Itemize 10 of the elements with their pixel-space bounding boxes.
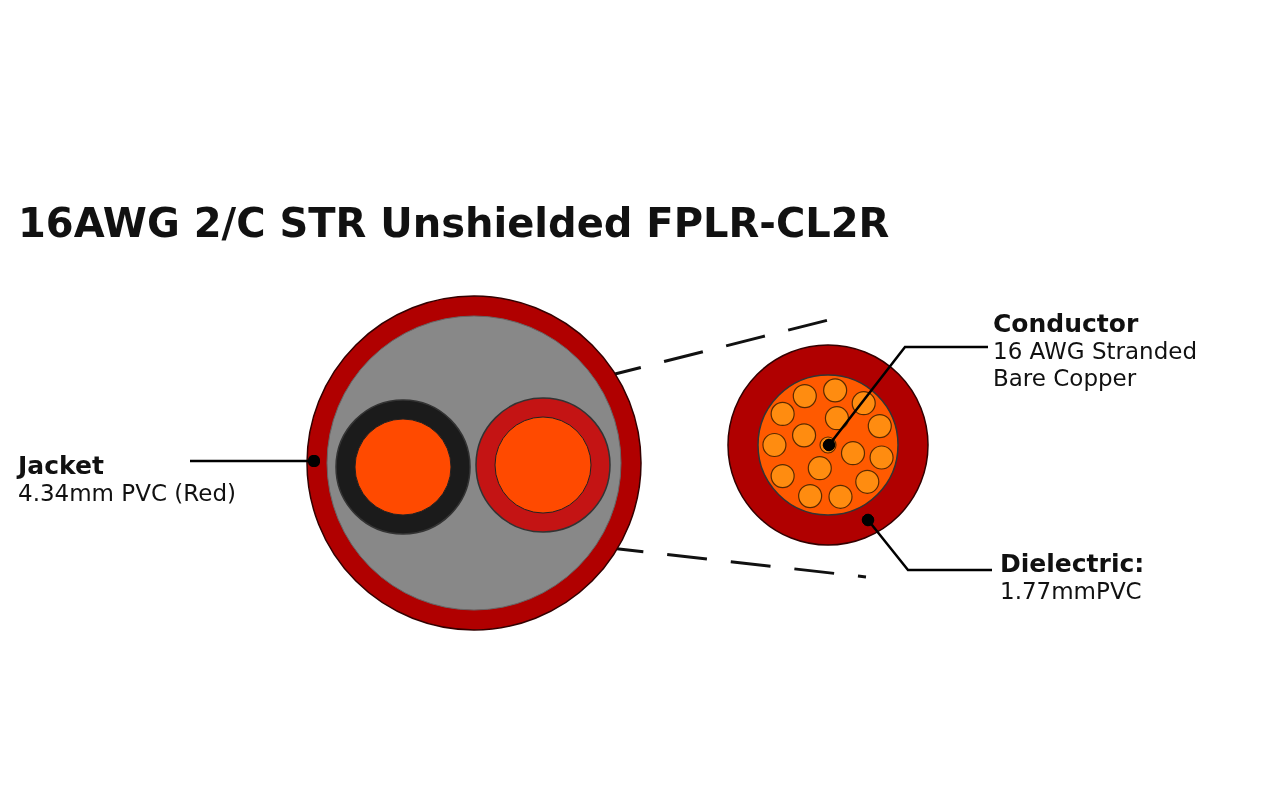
diagram-title: 16AWG 2/C STR Unshielded FPLR-CL2R [18, 200, 890, 246]
callout-text: 1.77mmPVC [1000, 578, 1143, 605]
callout-text: 4.34mm PVC (Red) [18, 480, 237, 507]
leader-line [190, 454, 321, 468]
callout-heading: Dielectric: [1000, 550, 1146, 578]
leader-line [861, 513, 992, 572]
callout-heading: Conductor [993, 310, 1140, 338]
leader-line [822, 345, 988, 452]
callout-heading: Jacket [18, 452, 105, 480]
callout-text: 16 AWG Stranded Bare Copper [993, 338, 1199, 392]
